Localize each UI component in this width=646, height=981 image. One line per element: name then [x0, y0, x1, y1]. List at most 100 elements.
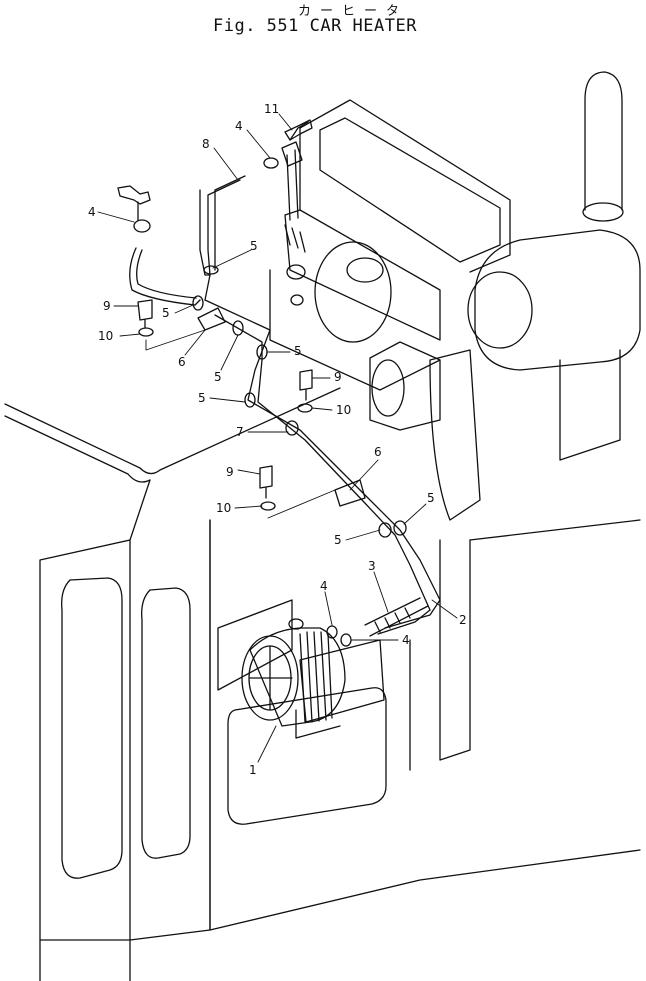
air-cleaner-cap: [346, 257, 384, 283]
callout-5-bend: 5: [198, 391, 206, 405]
washer-10-lower: [260, 501, 276, 511]
engine: [269, 99, 511, 521]
leader-6-upper-bracket: [145, 329, 206, 351]
hose-8: [199, 179, 241, 276]
leader-4-left: [97, 211, 135, 223]
callout-5-hose: 5: [250, 239, 258, 253]
exhaust-stack: [584, 71, 623, 211]
hose-3-texture: [374, 607, 411, 633]
heater-fan-grille: [241, 635, 299, 721]
leader-6-lower: [349, 459, 379, 491]
clamp-5-hose-top: [203, 265, 219, 275]
heater-bracket-lower: [295, 709, 341, 739]
heater-fins: [299, 631, 333, 723]
bolt-9-middle: [299, 369, 313, 401]
heater-top-fitting: [288, 618, 304, 630]
tee-fitting: [281, 141, 303, 167]
valve-to-fitting: [289, 121, 309, 141]
inlet-hose: [129, 247, 201, 306]
nut-4-heater-b: [340, 633, 352, 647]
leader-5-bend: [209, 397, 246, 403]
engine-cylinder-head: [284, 209, 441, 341]
callout-11: 11: [264, 102, 279, 116]
cab-base: [209, 849, 641, 931]
engine-fitting-1: [286, 264, 306, 280]
leader-10-lower: [234, 505, 263, 509]
leader-3: [373, 571, 389, 613]
callout-10-mid: 10: [336, 403, 351, 417]
hose-8-inner: [214, 175, 246, 271]
fitting-tube: [286, 149, 299, 221]
heater-to-drain-line: [204, 274, 211, 301]
callout-6-lower: 6: [374, 445, 382, 459]
pipe-2-out: [384, 599, 441, 629]
callout-5-center: 5: [214, 370, 222, 384]
engine-fitting-2: [290, 294, 304, 306]
cab-roof-edge: [4, 415, 151, 483]
engine-frame-right: [469, 519, 641, 541]
callout-5-mid: 5: [294, 344, 302, 358]
pipe-7-upper: [204, 299, 441, 601]
cab-lower-body: [39, 939, 131, 981]
cab-pillar-left: [39, 479, 151, 981]
callout-4-heater-a: 4: [320, 579, 328, 593]
callout-8: 8: [202, 137, 210, 151]
heater-piping: [129, 121, 441, 637]
leader-11: [278, 113, 293, 131]
engine-starter: [369, 341, 441, 431]
leader-1: [257, 725, 277, 763]
cab-roof: [4, 387, 341, 475]
engine-valve-cover: [319, 117, 501, 263]
clamp-5-middle: [285, 420, 299, 436]
leader-10-mid: [311, 407, 333, 411]
callout-10-upper: 10: [98, 329, 113, 343]
callout-4-top: 4: [235, 119, 243, 133]
leader-5-hose: [212, 249, 252, 269]
leader-lines: [97, 113, 458, 763]
callout-7: 7: [236, 425, 244, 439]
heater-unit: [217, 599, 385, 739]
valves: [117, 119, 352, 647]
leader-8: [213, 147, 239, 181]
figure-subtitle-jp: カーヒータ: [298, 4, 409, 19]
leader-5-lower-left: [345, 529, 381, 541]
cab-body: [4, 387, 641, 981]
air-cleaner-body: [314, 241, 392, 343]
pipe-2-out-inner: [377, 609, 431, 635]
callout-10-lower: 10: [216, 501, 231, 515]
cab-window-left: [61, 577, 123, 879]
leader-5-center: [220, 334, 239, 371]
clamp-5-left: [192, 295, 204, 311]
engine-starter-end: [371, 359, 405, 417]
heater-housing: [249, 627, 346, 727]
leader-5-lower-right: [403, 503, 427, 525]
bracket-6-upper: [197, 307, 226, 331]
washer-10-middle: [297, 403, 313, 413]
callout-3: 3: [368, 559, 376, 573]
washer-10-upper: [138, 327, 154, 337]
engine-block-top: [299, 99, 511, 273]
pipe-7-lower: [214, 314, 431, 611]
cock-valve-11: [284, 119, 313, 141]
cock-valve-left: [117, 185, 151, 205]
heater-louvers: [249, 645, 293, 711]
bolt-9-upper: [137, 299, 153, 329]
callout-2: 2: [459, 613, 467, 627]
heater-mounting-plate: [217, 599, 293, 691]
exhaust-clamp: [582, 202, 624, 222]
bracket-6-lower: [334, 479, 366, 507]
cab-lower-panel: [227, 687, 387, 825]
heater-mounting-plate-2: [299, 639, 385, 723]
leader-9-lower: [237, 469, 261, 475]
leader-6-upper: [184, 329, 206, 356]
leader-5-left: [174, 304, 194, 314]
figure-title: Fig. 551 CAR HEATER: [213, 16, 417, 36]
callout-5-lower-right: 5: [427, 491, 435, 505]
title-block: カーヒータ Fig. 551 CAR HEATER: [0, 0, 646, 40]
engine-hood-side: [439, 539, 471, 761]
callout-9-upper: 9: [103, 299, 111, 313]
engine-valves: [284, 224, 306, 253]
inlet-hose-inner: [136, 249, 197, 299]
callouts: 11 4 8 4 5 9 5 10 6 5 5 9 5 10 7 6 9 5 1…: [88, 102, 467, 777]
